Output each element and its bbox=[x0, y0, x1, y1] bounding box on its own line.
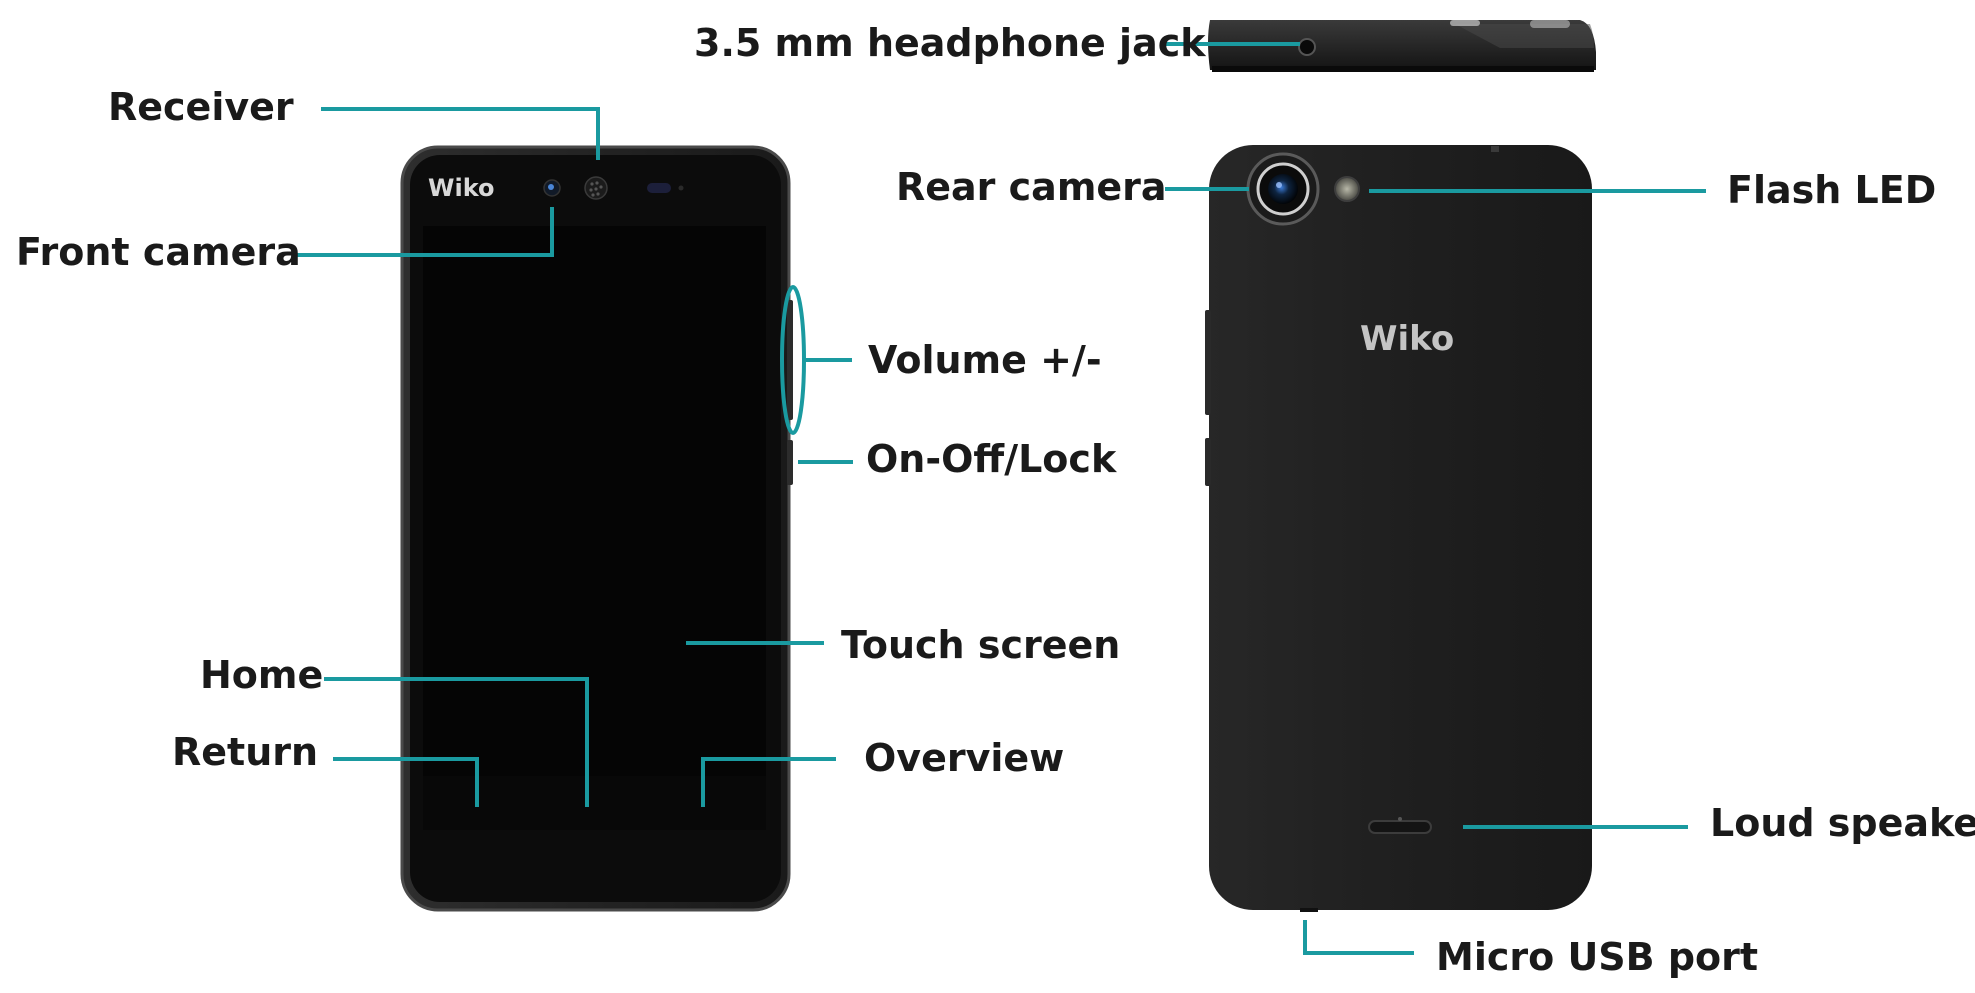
label-power: On-Off/Lock bbox=[866, 437, 1117, 481]
back-side-button-power[interactable] bbox=[1205, 438, 1211, 486]
label-usb: Micro USB port bbox=[1436, 935, 1758, 979]
front-logo: Wiko bbox=[428, 174, 495, 202]
leader-usb bbox=[1303, 920, 1414, 955]
leader-home bbox=[324, 677, 589, 807]
usb-port-opening[interactable] bbox=[1300, 908, 1318, 912]
label-return: Return bbox=[172, 730, 318, 774]
leader-overview bbox=[701, 757, 836, 807]
rear-camera-lens bbox=[1246, 152, 1320, 226]
front-camera-lens bbox=[543, 179, 561, 197]
leader-return bbox=[333, 757, 479, 807]
label-rear-camera: Rear camera bbox=[896, 165, 1167, 209]
back-phone-body bbox=[1209, 145, 1592, 910]
headphone-jack-port[interactable] bbox=[1298, 38, 1316, 56]
label-receiver: Receiver bbox=[108, 85, 294, 129]
volume-rocker[interactable] bbox=[787, 300, 793, 420]
phone-back: Wiko bbox=[1205, 145, 1592, 912]
receiver-grille bbox=[584, 176, 608, 200]
flash-led-lens bbox=[1334, 176, 1360, 202]
power-button[interactable] bbox=[787, 440, 793, 485]
label-flash: Flash LED bbox=[1727, 168, 1936, 212]
back-side-button-volume[interactable] bbox=[1205, 310, 1211, 415]
back-logo-text: Wiko bbox=[1360, 319, 1454, 359]
label-loud-speaker: Loud speaker bbox=[1710, 801, 1975, 845]
back-logo: Wiko bbox=[1360, 319, 1454, 359]
phone-front: Wiko bbox=[400, 145, 793, 912]
leader-front-camera bbox=[292, 207, 554, 257]
front-logo-text: Wiko bbox=[428, 174, 495, 202]
label-overview: Overview bbox=[864, 736, 1064, 780]
phone-top-edge-view bbox=[1208, 20, 1596, 72]
navigation-bar-area bbox=[423, 776, 766, 830]
touch-screen-display[interactable] bbox=[423, 226, 766, 830]
proximity-sensor bbox=[647, 183, 684, 193]
label-headphone-jack: 3.5 mm headphone jack bbox=[694, 21, 1206, 65]
label-home: Home bbox=[200, 653, 323, 697]
callout-labels: 3.5 mm headphone jack Receiver Front cam… bbox=[16, 21, 1975, 979]
label-touch-screen: Touch screen bbox=[841, 623, 1120, 667]
loud-speaker-grille bbox=[1368, 817, 1432, 834]
label-volume: Volume +/- bbox=[868, 338, 1102, 382]
leader-lines bbox=[292, 42, 1706, 955]
leader-receiver bbox=[321, 107, 600, 160]
label-front-camera: Front camera bbox=[16, 230, 301, 274]
